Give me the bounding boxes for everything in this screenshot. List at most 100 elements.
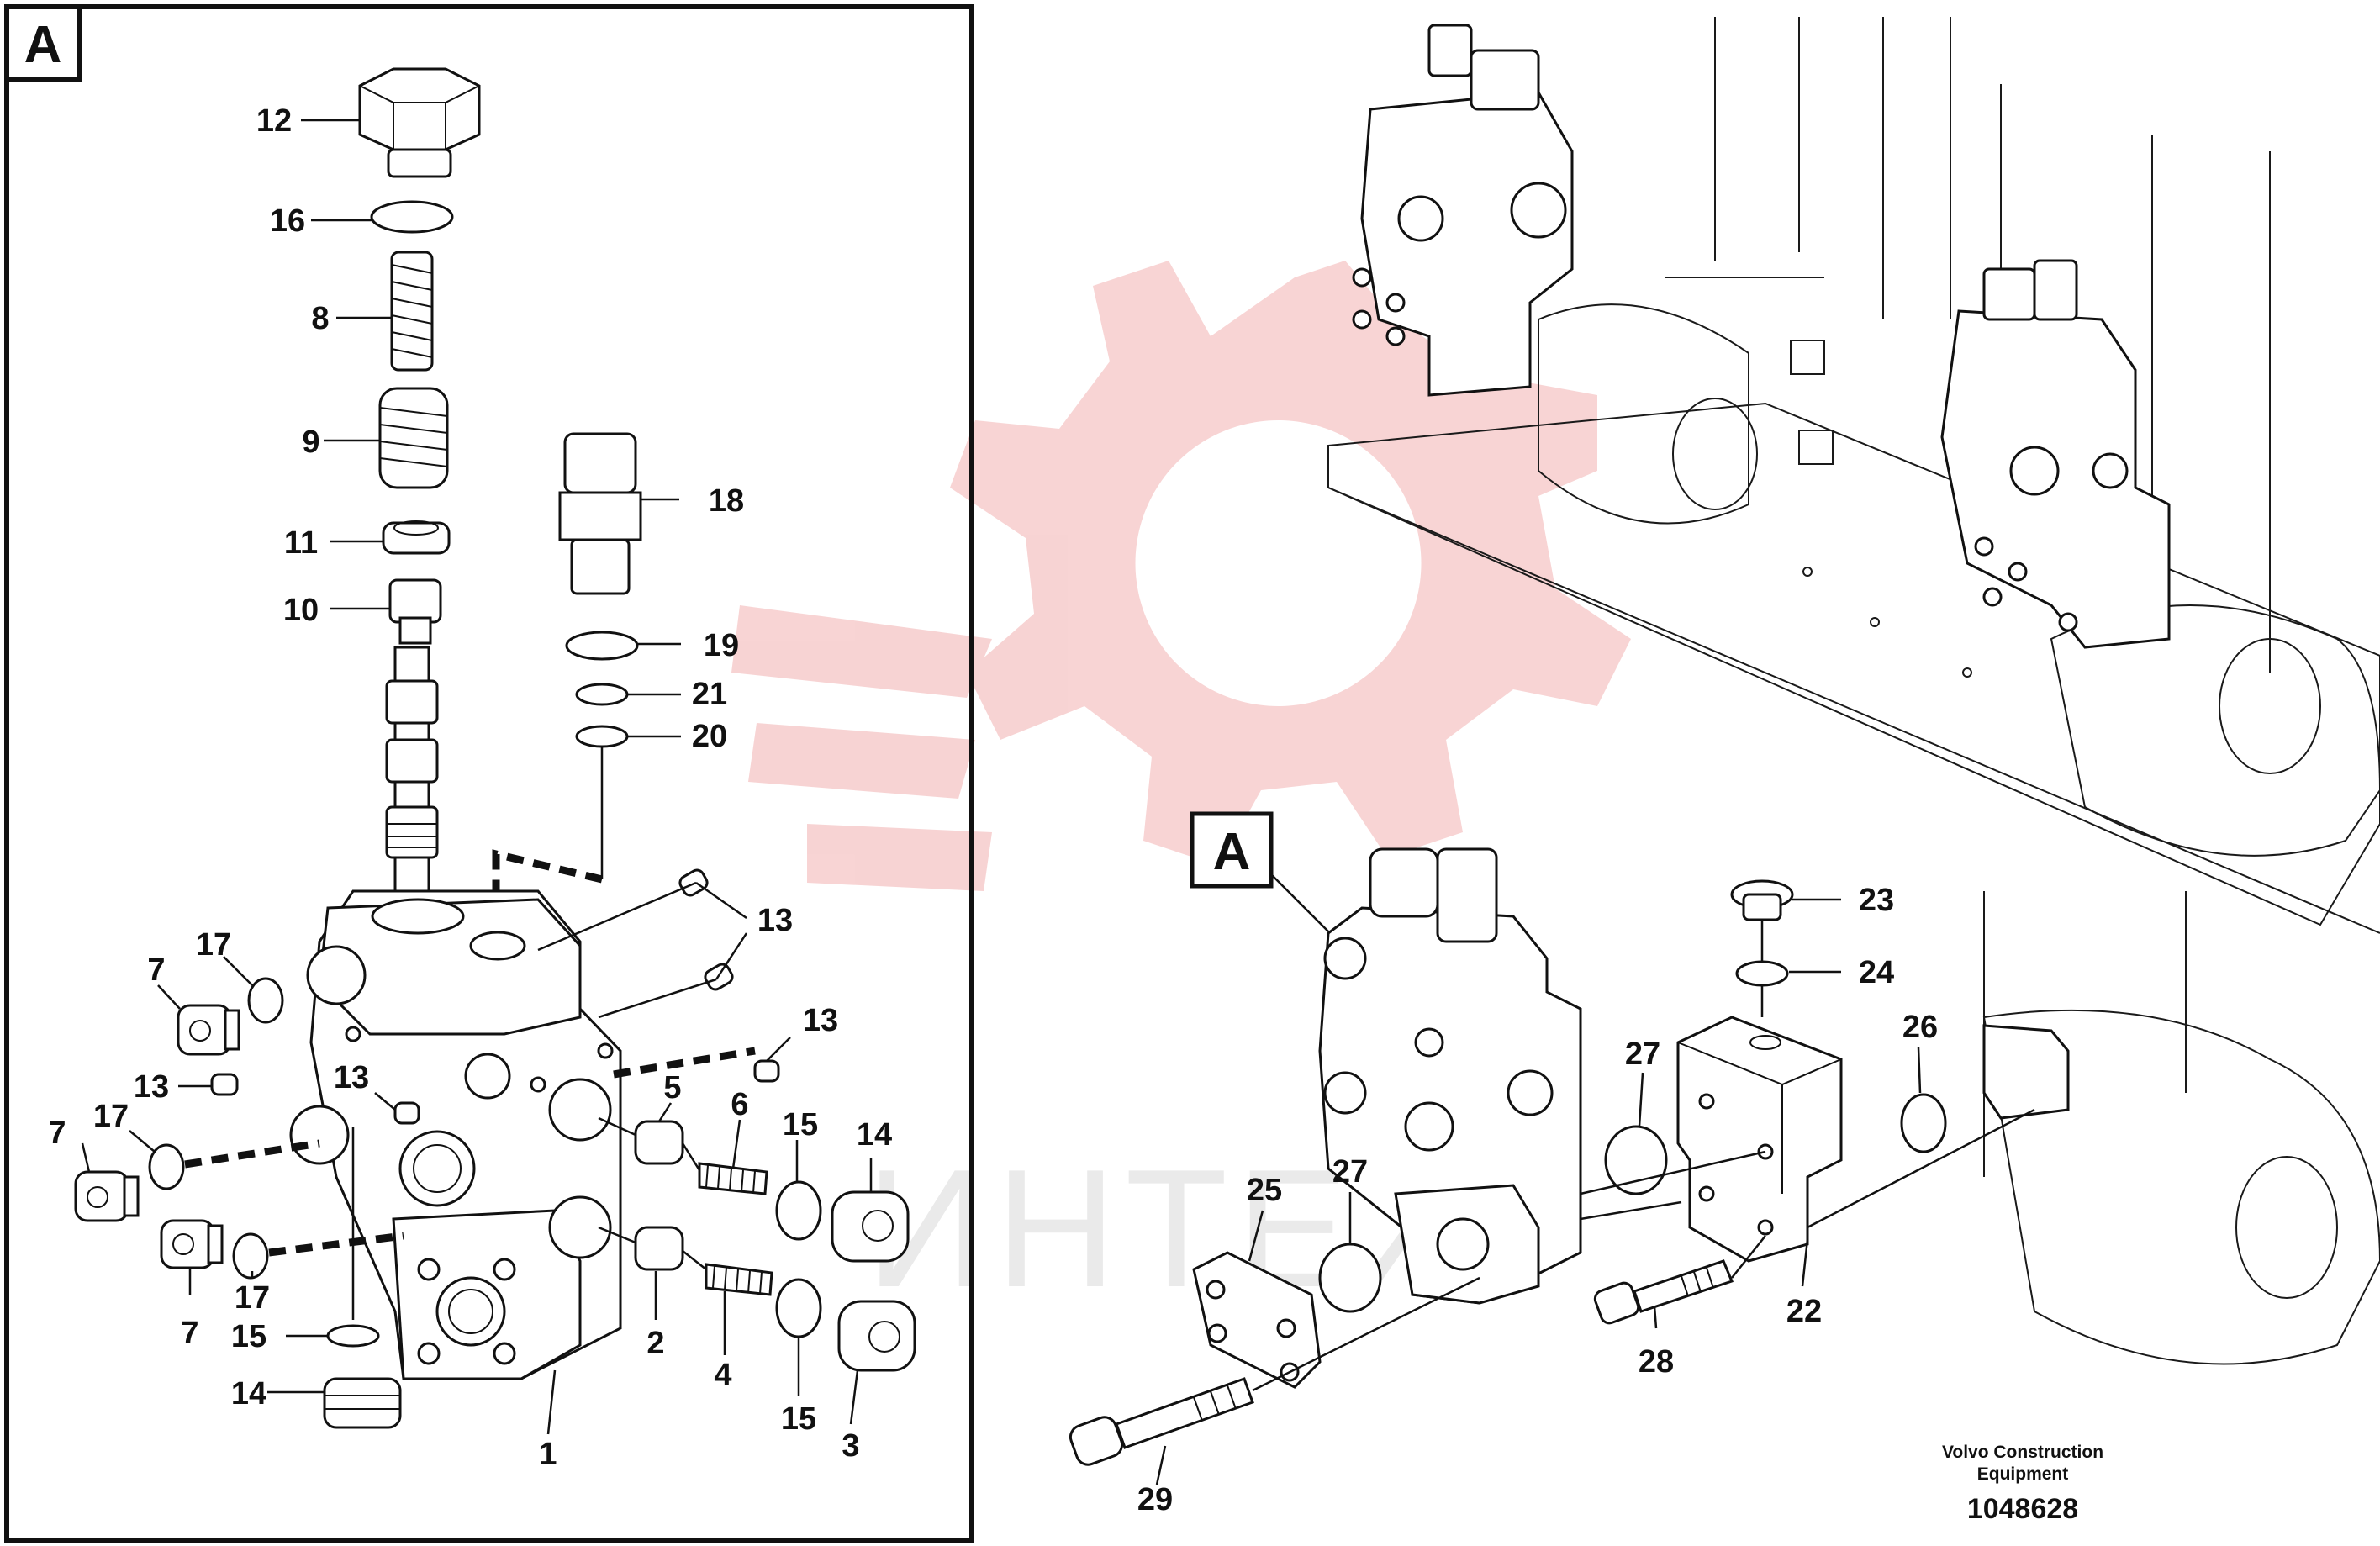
label-17-b: 17 [93, 1099, 129, 1134]
part-sensor-18 [558, 432, 642, 595]
caption-line-2: Equipment [1977, 1464, 2069, 1484]
part-plug-7b [74, 1170, 140, 1222]
label-16: 16 [270, 203, 305, 239]
part-ring-11 [382, 521, 451, 555]
label-26: 26 [1902, 1010, 1938, 1045]
part-screw-13c [753, 1059, 780, 1083]
label-1: 1 [539, 1437, 557, 1472]
callout-box [1190, 811, 1274, 889]
label-17-c: 17 [235, 1280, 270, 1316]
panel-frame [4, 4, 974, 1543]
label-8: 8 [311, 301, 329, 336]
part-valve-body-1 [289, 889, 622, 1380]
valve-stack-parts [74, 67, 916, 1429]
part-oring-26 [1900, 1093, 1947, 1153]
label-13-c: 13 [134, 1069, 169, 1105]
part-seat-10 [388, 578, 442, 624]
label-12: 12 [256, 103, 292, 139]
part-plug-3 [837, 1300, 916, 1372]
installed-valve-top-left [1352, 24, 1574, 397]
label-6: 6 [731, 1087, 748, 1122]
label-13-d: 13 [334, 1060, 369, 1095]
label-9: 9 [302, 425, 319, 460]
callout-label: A [1213, 823, 1251, 881]
label-18: 18 [709, 483, 744, 519]
label-24: 24 [1859, 955, 1894, 990]
label-17-a: 17 [196, 927, 231, 963]
label-29: 29 [1137, 1482, 1173, 1517]
part-plug-7a [177, 1004, 240, 1056]
part-spring-9 [378, 387, 449, 489]
exploded-view-right: A [1069, 811, 2070, 1466]
part-block-22 [1676, 1016, 1843, 1263]
caption-block: Volvo Construction Equipment 1048628 [1942, 1443, 2103, 1525]
label-22: 22 [1786, 1294, 1822, 1329]
label-5: 5 [663, 1070, 681, 1105]
part-oring-19 [565, 631, 639, 661]
caption-line-1: Volvo Construction [1942, 1443, 2103, 1462]
part-oring-15c [326, 1324, 380, 1348]
part-piston-5 [634, 1120, 684, 1165]
part-plug-14a [831, 1190, 910, 1263]
label-7-b: 7 [48, 1116, 66, 1151]
label-14-a: 14 [857, 1117, 892, 1153]
part-callouts-right: 23 24 27 26 27 25 22 28 29 [1137, 883, 1938, 1517]
label-15-a: 15 [783, 1107, 818, 1142]
label-3: 3 [842, 1428, 859, 1464]
label-25: 25 [1247, 1173, 1282, 1208]
watermark-gear-icon [731, 261, 1631, 891]
panel-label: A [24, 16, 62, 74]
label-20: 20 [692, 719, 727, 754]
label-7-c: 7 [181, 1316, 198, 1351]
part-oring-16 [370, 200, 454, 234]
label-15-b: 15 [781, 1401, 816, 1437]
part-oring-15a [775, 1180, 822, 1241]
label-7-a: 7 [147, 952, 165, 988]
label-10: 10 [283, 593, 319, 628]
label-28: 28 [1639, 1344, 1674, 1380]
part-spring-4 [705, 1263, 773, 1296]
part-oring-17c [232, 1232, 269, 1280]
part-piston-2 [634, 1226, 684, 1271]
drawing-number: 1048628 [1967, 1493, 2078, 1525]
part-oring-17b [148, 1143, 185, 1190]
part-plug-7c [160, 1219, 224, 1269]
part-screw-13e [393, 1101, 420, 1125]
label-2: 2 [646, 1326, 664, 1361]
label-23: 23 [1859, 883, 1894, 918]
installed-valve-top-right [1940, 259, 2171, 649]
part-callouts-left: 12 16 8 9 11 10 18 19 21 20 13 13 13 13 … [48, 103, 892, 1472]
part-ring-21 [575, 683, 629, 706]
part-spring-8 [390, 251, 434, 372]
mounting-bracket [1982, 1024, 2070, 1120]
label-27-a: 27 [1625, 1037, 1660, 1072]
label-13-b: 13 [803, 1003, 838, 1038]
part-bolt-28 [1593, 1259, 1734, 1325]
label-11: 11 [284, 525, 318, 561]
label-13-a: 13 [757, 903, 793, 938]
label-15-c: 15 [231, 1319, 266, 1354]
machine-background [1327, 17, 2380, 1365]
part-oring-24 [1735, 960, 1789, 987]
label-27-b: 27 [1332, 1154, 1368, 1190]
part-oring-27-b [1318, 1243, 1382, 1313]
part-plug-23 [1730, 879, 1794, 921]
part-oring-15b [775, 1278, 822, 1338]
part-cap-12 [358, 67, 481, 151]
label-19: 19 [704, 628, 739, 663]
panel-label-box [4, 4, 82, 82]
assembly-valve-body [1318, 847, 1582, 1305]
part-cover-25 [1192, 1251, 1322, 1389]
part-ring-20 [575, 725, 629, 748]
part-bolt-29 [1069, 1377, 1254, 1466]
label-14-b: 14 [231, 1376, 266, 1411]
part-plug-14b [323, 1377, 402, 1429]
part-screw-13d [210, 1073, 239, 1096]
part-spool [385, 646, 439, 901]
label-21: 21 [692, 677, 727, 712]
part-oring-27-a [1604, 1125, 1668, 1195]
part-spring-6 [698, 1162, 768, 1195]
part-oring-17a [247, 977, 284, 1024]
label-4: 4 [714, 1358, 731, 1393]
